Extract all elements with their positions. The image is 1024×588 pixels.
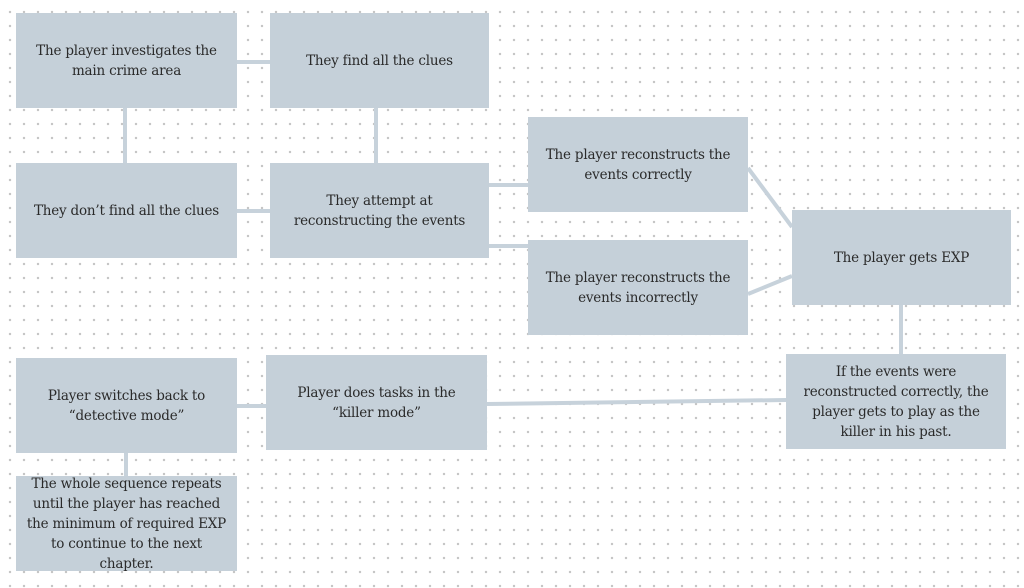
box-play-as-killer-past: If the events were reconstructed correct… [786, 354, 1006, 449]
box-player-gets-exp-label: The player gets EXP [833, 249, 970, 266]
box-not-find-all-clues-label: They don’t find all the clues [33, 202, 220, 219]
box-sequence-repeats: The whole sequence repeats until the pla… [16, 475, 237, 572]
box-reconstruct-incorrectly: The player reconstructs the events incor… [528, 240, 748, 335]
box-investigate-crime-area-label: The player investigates the main crime a… [36, 42, 217, 79]
box-reconstruct-correctly: The player reconstructs the events corre… [528, 117, 748, 212]
box-player-gets-exp: The player gets EXP [792, 210, 1011, 305]
box-sequence-repeats-label: The whole sequence repeats until the pla… [26, 475, 227, 572]
box-reconstruct-incorrectly-label: The player reconstructs the events incor… [545, 269, 731, 306]
box-attempt-reconstruct: They attempt at reconstructing the event… [270, 163, 489, 258]
box-attempt-reconstruct-label: They attempt at reconstructing the event… [293, 192, 466, 229]
box-find-all-clues-label: They find all the clues [306, 52, 453, 69]
connector-incorrect-to-exp [747, 274, 793, 296]
box-find-all-clues: They find all the clues [270, 13, 489, 108]
box-reconstruct-correctly-label: The player reconstructs the events corre… [545, 146, 731, 183]
connector-correct-to-exp [746, 166, 794, 229]
box-killer-mode-tasks: Player does tasks in the “killer mode” [266, 355, 487, 450]
box-switch-back-detective-label: Player switches back to “detective mode” [47, 387, 206, 424]
box-investigate-crime-area: The player investigates the main crime a… [16, 13, 237, 108]
box-switch-back-detective: Player switches back to “detective mode” [16, 358, 237, 453]
box-not-find-all-clues: They don’t find all the clues [16, 163, 237, 258]
box-play-as-killer-past-label: If the events were reconstructed correct… [803, 363, 989, 440]
connector-killer-past-to-killer-tasks [486, 398, 787, 406]
box-killer-mode-tasks-label: Player does tasks in the “killer mode” [297, 384, 456, 421]
